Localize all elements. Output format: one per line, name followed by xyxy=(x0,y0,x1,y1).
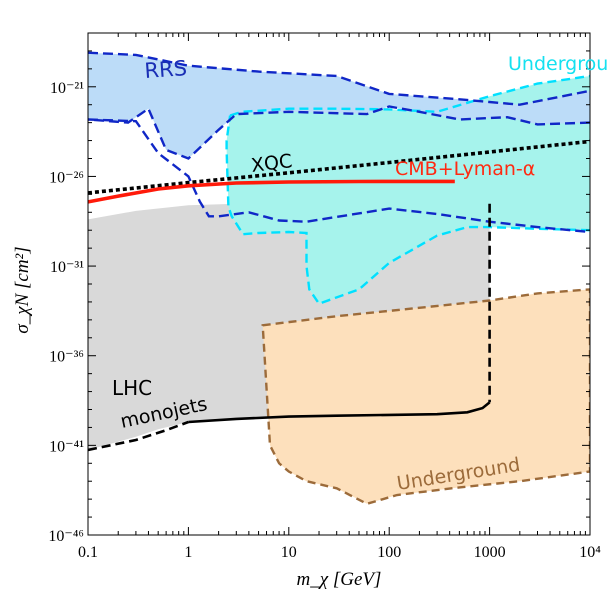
label-this-work: CMB+Lyman-α xyxy=(395,158,535,180)
ticks-layer xyxy=(87,33,590,536)
x-axis-title: m_χ [GeV] xyxy=(297,569,382,590)
label-cmb-lyman: XQC xyxy=(250,150,294,177)
labels-layer: 0.1 1 10 100 1000 10⁴ 10⁻⁴⁶ 10⁻⁴¹ 10⁻³⁶ 10⁻³¹ 10⁻²… xyxy=(48,80,601,561)
region-rrs-fill xyxy=(226,76,590,304)
y-axis-title: σ_χN [cm²] xyxy=(12,246,33,333)
this-work-line xyxy=(88,179,455,204)
label-lhc: LHC xyxy=(112,376,152,400)
rrs-boundary xyxy=(229,74,590,117)
xqc-middle-boundary xyxy=(88,105,590,160)
region-xqc-fill xyxy=(88,52,590,159)
y-tick-label: 10⁻²⁶ xyxy=(49,169,84,186)
label-xqc: RRS xyxy=(144,56,188,83)
y-tick-label: 10⁻³¹ xyxy=(50,259,84,276)
x-tick-label: 100 xyxy=(377,544,401,561)
xqc-upper-boundary xyxy=(88,51,590,106)
x-tick-label: 10 xyxy=(281,544,297,561)
y-tick-label: 10⁻⁴¹ xyxy=(49,438,84,455)
y-tick-label: 10⁻³⁶ xyxy=(49,349,84,366)
x-tick-label: 1 xyxy=(184,544,192,561)
x-tick-label: 1000 xyxy=(474,544,506,561)
regions-layer xyxy=(88,52,590,504)
x-tick-label: 10⁴ xyxy=(579,544,601,561)
underground-boundary xyxy=(261,288,590,506)
cmb-lyman-line xyxy=(88,139,590,195)
x-tick-label: 0.1 xyxy=(78,544,98,561)
lhc-boundary-dashed xyxy=(88,420,189,452)
xqc-lower-boundary xyxy=(88,118,590,234)
lhc-boundary-solid xyxy=(188,401,491,424)
y-tick-label: 10⁻²¹ xyxy=(50,80,84,97)
region-underground-fill xyxy=(262,289,590,504)
lines-layer xyxy=(88,51,590,506)
y-tick-label: 10⁻⁴⁶ xyxy=(48,528,84,545)
label-rrs: Underground xyxy=(508,53,610,75)
